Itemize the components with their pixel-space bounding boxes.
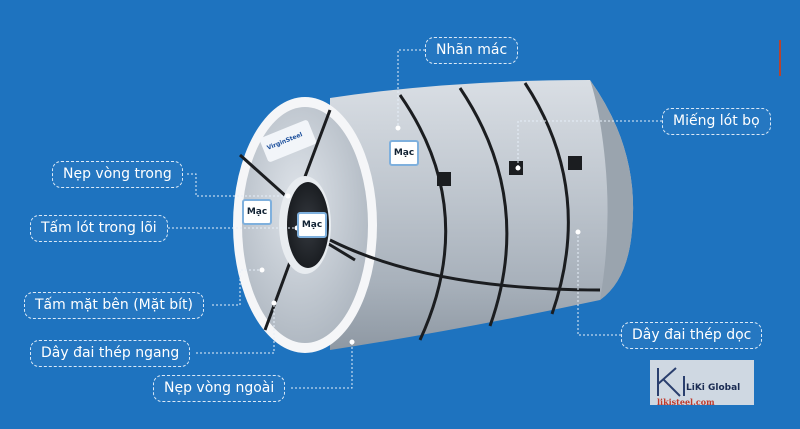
strap-body-3 [523, 82, 570, 315]
coil-tag-body: Mạc [389, 140, 419, 166]
logo-panel [650, 360, 754, 405]
coil-tag-core: Mạc [297, 212, 327, 238]
strap-body-2 [458, 87, 509, 327]
leader-lines [168, 49, 662, 389]
logo-name: LiKi Global [686, 383, 741, 393]
coil-back-rim [590, 80, 634, 300]
strap-body-1 [398, 94, 448, 341]
logo-url[interactable]: likisteel.com [657, 397, 715, 407]
callout-nhan-mac: Nhãn mác [425, 37, 519, 64]
liki-logo-icon [657, 367, 685, 397]
edge-protector-1 [437, 172, 451, 186]
callout-mieng-lot-bo: Miếng lót bọ [662, 108, 771, 135]
callout-day-dai-thep-doc: Dây đai thép dọc [621, 322, 763, 349]
callout-nep-vong-trong: Nẹp vòng trong [52, 161, 183, 188]
callout-nep-vong-ngoai: Nẹp vòng ngoài [153, 375, 286, 402]
edge-marker [779, 40, 781, 76]
strap-horizontal [329, 238, 601, 292]
brand-sticker [259, 120, 317, 162]
strap-radial-2 [238, 153, 290, 200]
callout-tam-lot-trong-loi: Tấm lót trong lõi [30, 215, 168, 242]
coil-tag-side: Mạc [242, 199, 272, 225]
callout-day-dai-thep-ngang: Dây đai thép ngang [30, 340, 191, 367]
edge-protector-3 [568, 156, 582, 170]
strap-radial-3 [263, 261, 292, 331]
callout-tam-mat-ben: Tấm mặt bên (Mặt bít) [24, 292, 204, 319]
